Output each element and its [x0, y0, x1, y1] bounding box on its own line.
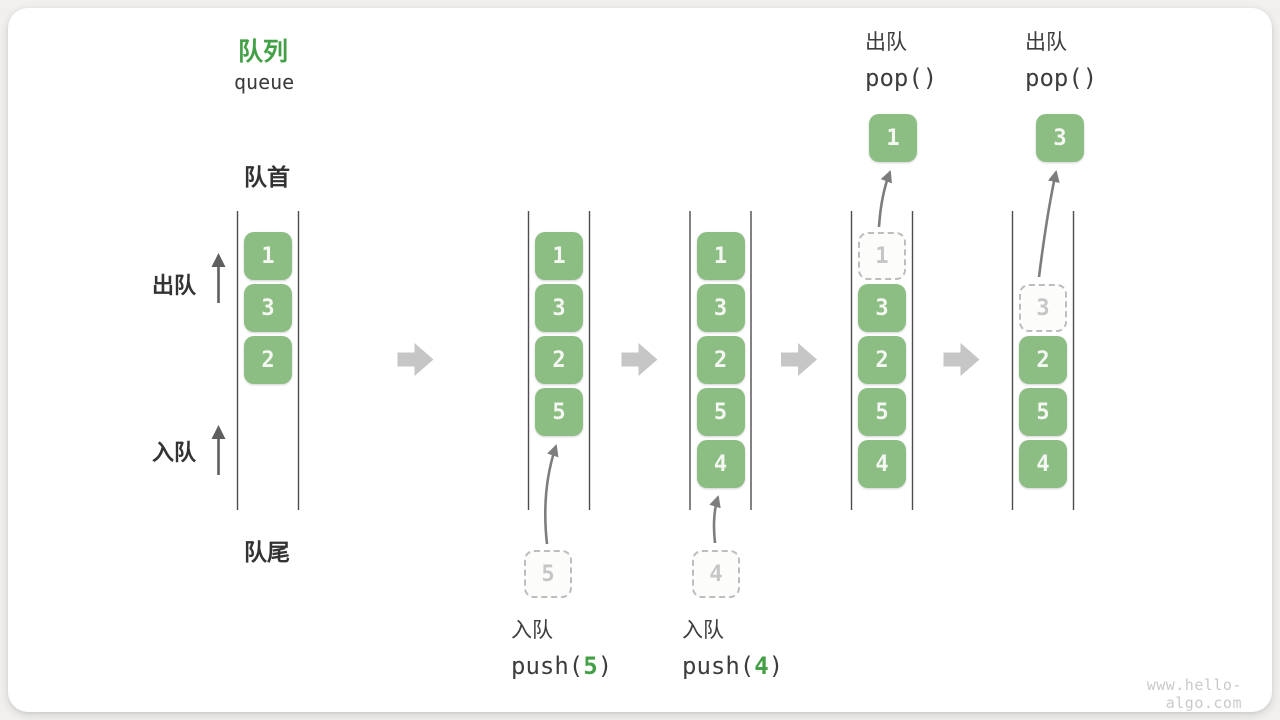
queue-item: 2 — [696, 336, 745, 384]
push-1-code-suffix: ) — [597, 652, 613, 680]
queue-front-label: 队首 — [244, 164, 290, 190]
pop-annotation-2: 出队 pop() — [1025, 26, 1097, 96]
queue-item: 5 — [1019, 388, 1067, 436]
queue-item: 5 — [535, 388, 583, 436]
diagram-title-en: queue — [234, 70, 295, 94]
dequeue-side-label: 出队 — [152, 273, 197, 298]
incoming-item-ghost: 4 — [692, 550, 740, 598]
push-annotation-2-code: push(4) — [682, 648, 783, 684]
push-annotation-1-zh: 入队 — [511, 619, 553, 642]
push-5-arrow — [543, 444, 559, 545]
queue-item: 2 — [858, 336, 906, 384]
queue-rear-label: 队尾 — [244, 539, 290, 565]
pop-annotation-1: 出队 pop() — [865, 26, 937, 96]
watermark: www.hello-algo.com — [1146, 676, 1242, 712]
state-transition-arrow-4 — [943, 343, 980, 376]
popped-item: 3 — [1036, 114, 1084, 162]
pop-annotation-1-code: pop() — [865, 64, 938, 92]
pop-annotation-1-zh: 出队 — [865, 31, 907, 54]
incoming-item-ghost: 5 — [524, 550, 572, 598]
push-annotation-1-code: push(5) — [511, 648, 612, 684]
queue-item: 4 — [1019, 440, 1067, 488]
pop-annotation-2-code: pop() — [1025, 64, 1098, 92]
pop-3-arrow — [1037, 170, 1060, 278]
state-transition-arrow-1 — [397, 343, 434, 376]
push-2-code-suffix: ) — [768, 652, 784, 680]
popped-item: 1 — [869, 114, 917, 162]
queue-item: 3 — [244, 284, 292, 332]
pop-1-arrow — [877, 170, 892, 228]
queue-item: 1 — [244, 232, 292, 280]
push-2-arg: 4 — [754, 652, 769, 680]
queue-item: 2 — [1019, 336, 1067, 384]
queue-item: 5 — [858, 388, 906, 436]
enqueue-side-label: 入队 — [152, 440, 197, 465]
diagram-title-zh: 队列 — [238, 38, 289, 66]
queue-item: 4 — [858, 440, 906, 488]
push-annotation-2: 入队 push(4) — [682, 614, 783, 684]
queue-item: 4 — [696, 440, 745, 488]
push-2-code-prefix: push( — [682, 652, 755, 680]
queue-item: 3 — [535, 284, 583, 332]
state-transition-arrow-3 — [781, 343, 817, 376]
push-4-arrow — [709, 495, 721, 544]
push-1-arg: 5 — [583, 652, 598, 680]
push-annotation-2-zh: 入队 — [682, 619, 724, 642]
state-transition-arrow-2 — [621, 343, 658, 376]
queue-item: 1 — [535, 232, 583, 280]
queue-item-ghost: 1 — [858, 232, 906, 280]
queue-item: 2 — [535, 336, 583, 384]
queue-item: 3 — [696, 284, 745, 332]
queue-item: 3 — [858, 284, 906, 332]
push-annotation-1: 入队 push(5) — [511, 614, 612, 684]
queue-walls — [236, 211, 1075, 510]
queue-item: 1 — [696, 232, 745, 280]
pop-annotation-2-zh: 出队 — [1025, 31, 1067, 54]
push-1-code-prefix: push( — [511, 652, 584, 680]
queue-item-ghost: 3 — [1019, 284, 1067, 332]
queue-item: 5 — [696, 388, 745, 436]
queue-item: 2 — [244, 336, 292, 384]
